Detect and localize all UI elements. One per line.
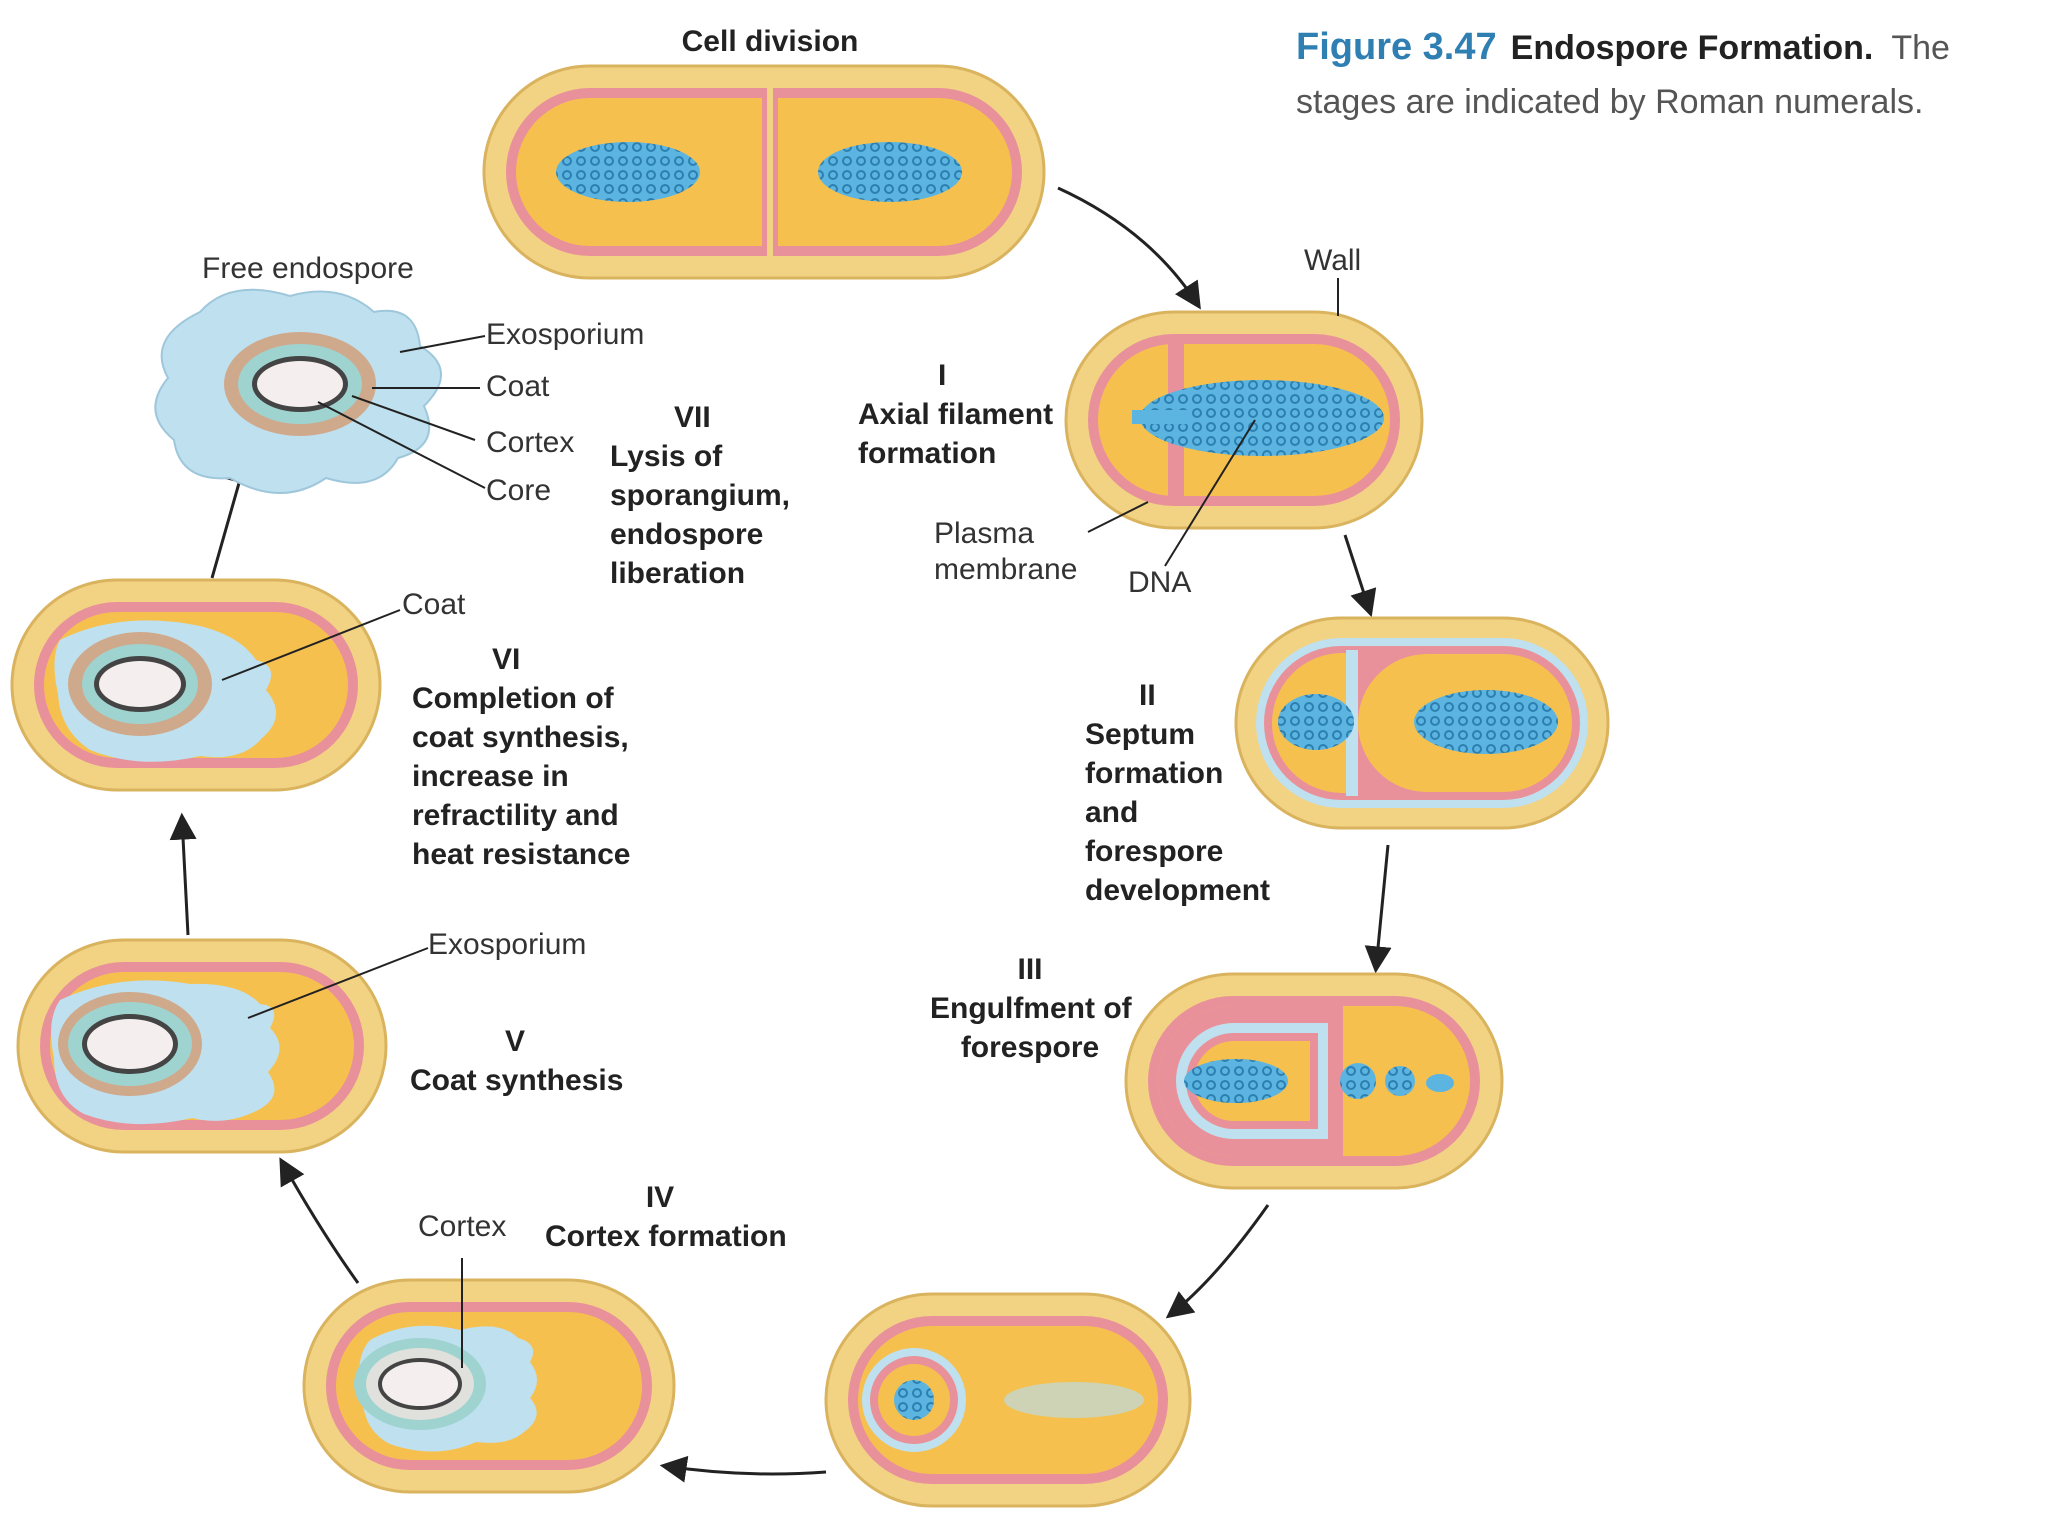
cortex-formation-cell: [302, 1278, 676, 1494]
arrow-icon: [279, 1157, 360, 1284]
stage-vii-line: Lysis of: [610, 440, 723, 473]
stage-iii-label: III Engulfment of forespore: [930, 950, 1132, 1067]
label-plasma-membrane-line: membrane: [934, 553, 1078, 586]
free-endospore: [154, 288, 442, 494]
figure-caption: Figure 3.47 Endospore Formation.The stage…: [1296, 20, 2036, 129]
stage-vii-line: liberation: [610, 557, 746, 590]
dna-icon: [1340, 1063, 1376, 1099]
stage-vi-line: heat resistance: [412, 838, 631, 871]
cell-division-cell: [482, 64, 1046, 280]
label-cortex: Cortex: [486, 426, 575, 459]
stage-vii-line: endospore: [610, 518, 764, 551]
stage-ii-line: development: [1085, 874, 1271, 907]
stage-iii-line: forespore: [960, 1031, 1100, 1064]
label-plasma-membrane-line: Plasma: [934, 517, 1035, 550]
dna-icon: [1385, 1066, 1415, 1096]
arrow-icon: [1057, 186, 1201, 310]
dna-icon: [818, 142, 962, 202]
label-coat-vi: Coat: [402, 588, 466, 621]
coat-synthesis-cell: [16, 938, 388, 1154]
label-wall: Wall: [1304, 244, 1362, 277]
label-cortex-iv: Cortex: [418, 1210, 507, 1243]
stage-iii-line: Engulfment of: [930, 992, 1132, 1025]
stage-cell-division-title: Cell division: [681, 25, 859, 58]
stage-iv-label: IV Cortex formation: [545, 1178, 787, 1256]
stage-vi-line: coat synthesis,: [412, 721, 629, 754]
dna-icon: [1184, 1059, 1288, 1103]
stage-v-line: Coat synthesis: [410, 1064, 624, 1097]
dna-icon: [1278, 694, 1354, 750]
dna-icon: [1140, 380, 1384, 456]
stage-ii-line: and: [1085, 796, 1139, 829]
stage-ii-line: forespore: [1085, 835, 1224, 868]
stage-iv-numeral: IV: [645, 1181, 675, 1214]
stage-vii-numeral: VII: [674, 401, 711, 434]
stage-ii-line: Septum: [1085, 718, 1196, 751]
stage-iii-numeral: III: [1017, 953, 1043, 986]
stage-i-line: Axial filament: [858, 398, 1054, 431]
stage-i-numeral: I: [938, 359, 947, 392]
label-core: Core: [486, 474, 552, 507]
stage-i-cell: [1064, 310, 1424, 530]
cycle-arrows: [169, 186, 1392, 1483]
stage-vi-line: Completion of: [412, 682, 614, 715]
completion-cell: [10, 578, 382, 792]
stage-iv-forespore-cell: [824, 1292, 1192, 1508]
stage-vi-line: increase in: [412, 760, 569, 793]
figure-number: Figure 3.47: [1296, 26, 1497, 68]
stage-ii-line: formation: [1085, 757, 1224, 790]
stage-ii-numeral: II: [1139, 679, 1156, 712]
stage-i-line: formation: [858, 437, 997, 470]
arrow-icon: [1343, 534, 1377, 618]
stage-vi-label: VI Completion of coat synthesis, increas…: [412, 640, 630, 874]
dna-icon: [894, 1380, 934, 1420]
label-exosporium-v: Exosporium: [428, 928, 587, 961]
figure-title: Endospore Formation.: [1510, 29, 1874, 67]
label-exosporium: Exosporium: [486, 318, 645, 351]
stage-iii-cell: [1124, 972, 1504, 1190]
arrow-icon: [659, 1455, 827, 1483]
stage-vii-label: VII Lysis of sporangium, endospore liber…: [610, 398, 790, 593]
label-plasma-membrane: Plasma membrane: [934, 516, 1077, 588]
stage-i-label: I Axial filament formation: [858, 356, 1058, 473]
leader-lines: [221, 278, 1339, 1368]
label-coat: Coat: [486, 370, 550, 403]
stage-ii-label: II Septum formation and forespore develo…: [1085, 676, 1270, 910]
stage-iv-line: Cortex formation: [545, 1220, 787, 1253]
stage-vi-line: refractility and: [412, 799, 619, 832]
stage-vi-numeral: VI: [492, 643, 521, 676]
figure-caption-text: The stages are indicated by Roman numera…: [1296, 29, 1950, 121]
label-dna: DNA: [1128, 566, 1192, 599]
label-free-endospore: Free endospore: [202, 252, 414, 285]
stage-v-label: V Coat synthesis: [410, 1022, 624, 1100]
arrow-icon: [169, 812, 197, 936]
dna-icon: [556, 142, 700, 202]
arrow-icon: [1364, 844, 1392, 974]
stage-v-numeral: V: [504, 1025, 525, 1058]
arrow-icon: [1165, 1204, 1270, 1319]
stage-ii-cell: [1234, 616, 1610, 830]
dna-icon: [1414, 690, 1558, 754]
stage-vii-line: sporangium,: [610, 479, 791, 512]
